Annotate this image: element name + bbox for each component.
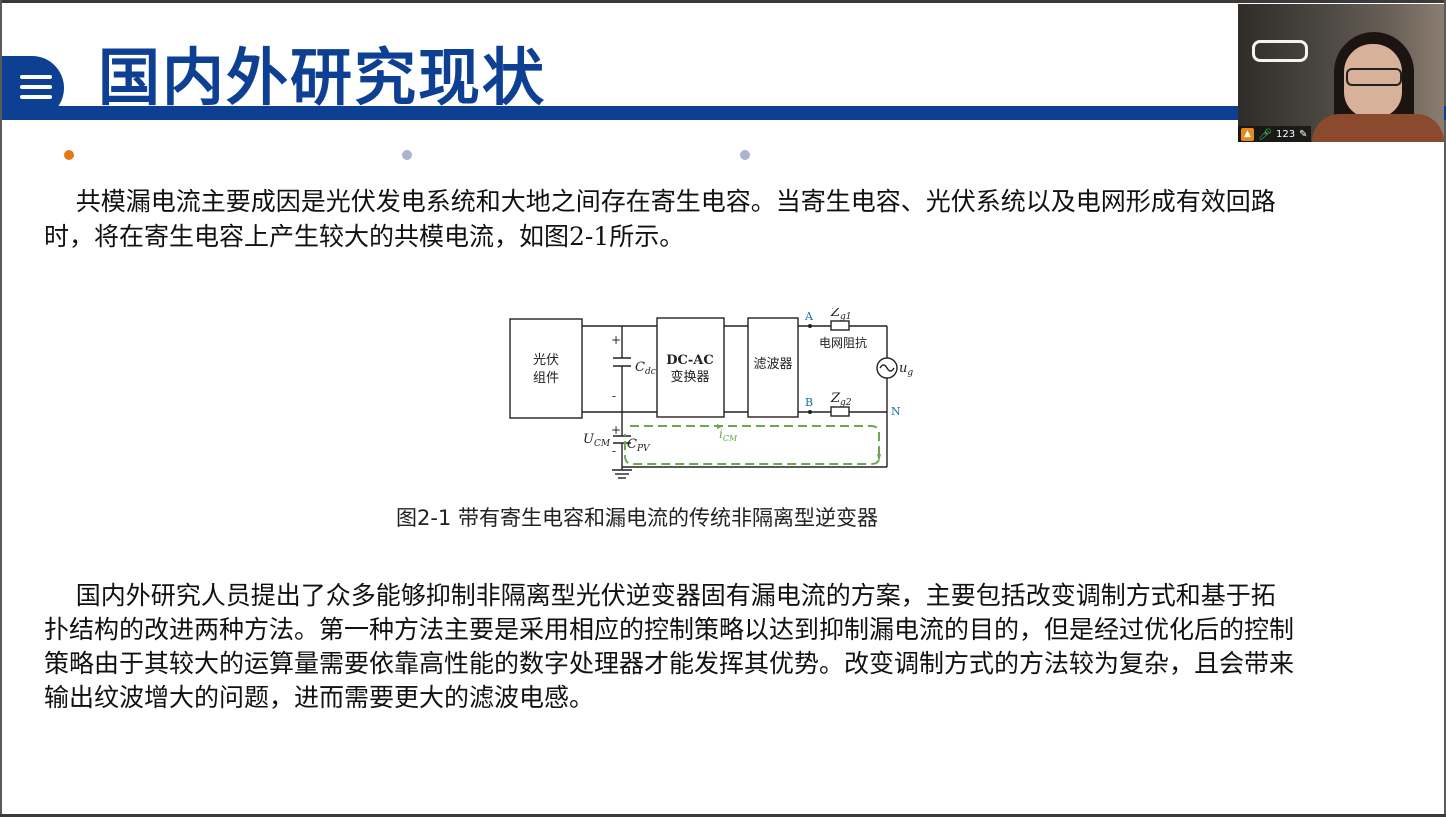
participant-id: 123 bbox=[1275, 128, 1296, 140]
ceiling-lamp bbox=[1252, 40, 1308, 62]
icm-sub: CM bbox=[723, 434, 738, 443]
pv-label-2: 组件 bbox=[533, 371, 559, 386]
zg1-label: Z bbox=[830, 308, 841, 320]
cpv-minus: - bbox=[612, 444, 616, 458]
paragraph-2-line-3: 策略由于其较大的运算量需要依靠高性能的数字处理器才能发挥其优势。改变调制方式的方… bbox=[44, 649, 1295, 678]
menu-icon-line bbox=[20, 95, 52, 99]
icm-label: i bbox=[719, 427, 723, 441]
ucm-sub: CM bbox=[594, 439, 611, 449]
slide-title: 国内外研究现状 bbox=[98, 41, 547, 114]
ug-label: u bbox=[899, 361, 907, 376]
pv-block bbox=[509, 318, 583, 419]
node-b-dot bbox=[808, 410, 812, 414]
cpv-plus: + bbox=[611, 423, 621, 437]
cdc-label: C bbox=[635, 360, 645, 375]
node-a-label: A bbox=[804, 310, 814, 323]
grid-impedance-label: 电网阻抗 bbox=[819, 335, 867, 350]
paragraph-2-line-2: 扑结构的改进两种方法。第一种方法主要是采用相应的控制策略以达到抑制漏电流的目的，… bbox=[44, 615, 1295, 644]
leakage-current-path bbox=[624, 425, 880, 465]
paragraph-2-line-4: 输出纹波增大的问题，进而需要更大的滤波电感。 bbox=[44, 683, 595, 712]
progress-dot[interactable] bbox=[740, 150, 750, 160]
cpv-label: C bbox=[627, 437, 637, 452]
node-b-label: B bbox=[805, 396, 813, 409]
participant-glasses bbox=[1346, 68, 1402, 86]
svg-text:UCM: UCM bbox=[583, 432, 611, 449]
svg-text:ug: ug bbox=[899, 361, 913, 378]
window-frame-bottom bbox=[0, 814, 1446, 817]
edit-icon[interactable]: ✎ bbox=[1299, 128, 1308, 140]
cap-plus-top: + bbox=[611, 333, 621, 347]
converter-label-1: DC-AC bbox=[666, 353, 713, 368]
window-frame-left bbox=[0, 0, 2, 817]
filter-label: 滤波器 bbox=[753, 357, 792, 372]
svg-text:CPV: CPV bbox=[627, 437, 651, 454]
cdc-sub: dc bbox=[645, 367, 656, 377]
svg-text:Cdc: Cdc bbox=[635, 360, 656, 377]
mic-icon[interactable]: 🎤︎ bbox=[1258, 127, 1272, 141]
window-frame-top bbox=[0, 0, 1446, 3]
participant-video-tile[interactable]: ▲ 🎤︎ 123 ✎ bbox=[1238, 4, 1444, 142]
title-underline-bar bbox=[20, 106, 1446, 120]
cap-minus-top: - bbox=[612, 389, 616, 403]
person-icon: ▲ bbox=[1241, 127, 1254, 141]
cpv-sub: PV bbox=[636, 444, 651, 454]
progress-dot[interactable] bbox=[402, 150, 412, 160]
progress-dot-active[interactable] bbox=[64, 150, 74, 160]
paragraph-1-line-2: 时，将在寄生电容上产生较大的共模电流，如图2-1所示。 bbox=[44, 222, 685, 251]
participant-face bbox=[1344, 44, 1402, 118]
menu-icon-line bbox=[20, 85, 52, 89]
pv-label-1: 光伏 bbox=[533, 353, 559, 368]
paragraph-1-line-1: 共模漏电流主要成因是光伏发电系统和大地之间存在寄生电容。当寄生电容、光伏系统以及… bbox=[44, 187, 1276, 216]
svg-text:Zg2: Zg2 bbox=[830, 391, 852, 408]
menu-button[interactable] bbox=[2, 56, 64, 120]
svg-text:Zg1: Zg1 bbox=[830, 308, 852, 322]
window-frame-right bbox=[1444, 0, 1446, 817]
zg1-resistor bbox=[830, 320, 850, 331]
zg2-sub: g2 bbox=[840, 398, 852, 408]
converter-label-2: 变换器 bbox=[670, 369, 709, 385]
svg-text:iCM: iCM bbox=[719, 427, 738, 443]
video-status-bar: ▲ 🎤︎ 123 ✎ bbox=[1238, 126, 1311, 142]
node-n-label: N bbox=[891, 405, 901, 418]
participant-body bbox=[1312, 114, 1444, 142]
zg2-label: Z bbox=[830, 391, 841, 406]
node-a-dot bbox=[808, 324, 812, 328]
ac-source bbox=[876, 357, 898, 379]
paragraph-2-line-1: 国内外研究人员提出了众多能够抑制非隔离型光伏逆变器固有漏电流的方案，主要包括改变… bbox=[44, 581, 1276, 610]
zg1-sub: g1 bbox=[840, 312, 852, 322]
figure-caption: 图2-1 带有寄生电容和漏电流的传统非隔离型逆变器 bbox=[396, 506, 878, 530]
ucm-label: U bbox=[583, 432, 595, 447]
filter-block bbox=[747, 317, 799, 418]
converter-block bbox=[656, 317, 725, 418]
zg2-resistor bbox=[830, 406, 850, 417]
circuit-diagram: 光伏 组件 DC-AC 变换器 滤波器 电网阻抗 A B N + - + - C… bbox=[509, 308, 913, 479]
ug-sub: g bbox=[907, 368, 913, 378]
menu-icon bbox=[20, 75, 52, 79]
